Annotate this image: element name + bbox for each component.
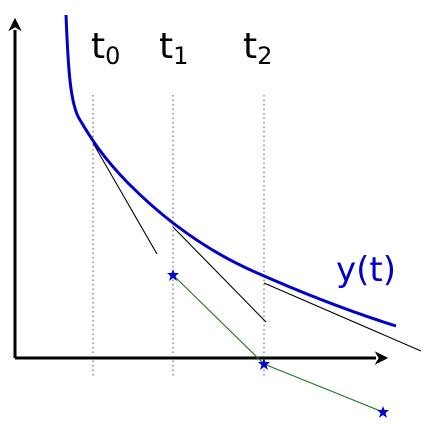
label-t0: t0	[91, 26, 120, 70]
star-icon	[167, 269, 179, 281]
star-icon	[377, 406, 389, 418]
tangent-line-t2	[263, 282, 422, 352]
tangent-line-t0	[92, 142, 158, 255]
star-icon	[258, 358, 270, 370]
euler-step-segments	[172, 274, 384, 413]
solution-curve	[64, 14, 397, 328]
label-t2: t2	[243, 26, 272, 70]
label-t1: t1	[159, 26, 188, 70]
curve-label: y(t)	[336, 250, 396, 290]
tangent-line-t1	[172, 226, 267, 323]
